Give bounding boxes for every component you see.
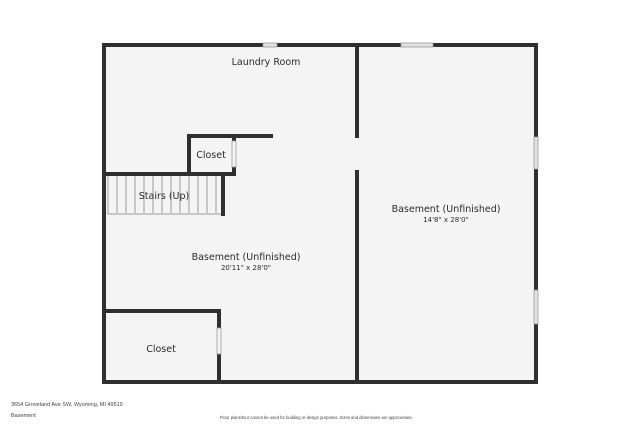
door-closet-lower [216, 327, 222, 355]
room-laundry-label: Laundry Room [232, 57, 301, 68]
room-basement-right-dims: 14'8" x 28'0" [423, 216, 469, 224]
door-middle [355, 138, 359, 170]
footer-address: 3654 Groveland Ave SW, Wyoming, MI 49519 [11, 402, 123, 408]
openings [216, 42, 539, 355]
footer-floor-name: Basement [11, 413, 36, 419]
footer-disclaimer: Floor plans/tour cannot be used for buil… [220, 415, 413, 420]
door-closet-upper [231, 140, 237, 168]
room-closet-upper-label: Closet [196, 150, 226, 161]
room-basement-left-dims: 20'11" x 28'0" [221, 264, 271, 272]
stairs-treads [116, 175, 217, 213]
window-top-left [262, 42, 278, 48]
window-right-upper [533, 136, 539, 170]
window-top-right [400, 42, 434, 48]
window-right-lower [533, 289, 539, 325]
room-basement-right-label: Basement (Unfinished) [392, 204, 501, 215]
room-closet-lower-label: Closet [146, 344, 176, 355]
room-basement-left-label: Basement (Unfinished) [192, 252, 301, 263]
room-stairs-label: Stairs (Up) [139, 191, 190, 202]
